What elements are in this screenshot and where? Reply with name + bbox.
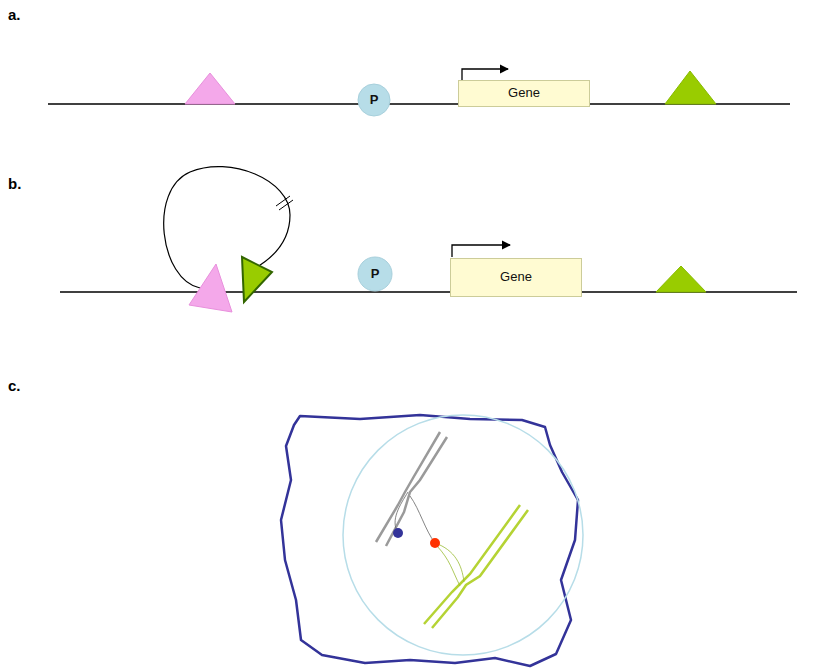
thread xyxy=(437,546,460,586)
gene-fill xyxy=(451,259,582,297)
break-mark xyxy=(276,196,290,206)
gene-fill xyxy=(459,81,590,107)
grey-chromosome xyxy=(386,437,447,546)
green-site xyxy=(656,266,706,292)
promoter-circle: P xyxy=(357,256,393,292)
start-arrow xyxy=(452,245,510,257)
grey-chromosome xyxy=(376,432,440,542)
blue-dot xyxy=(393,528,403,538)
promoter-label: P xyxy=(370,93,379,107)
promoter-label: P xyxy=(371,267,380,281)
panel-letter: c. xyxy=(8,377,21,394)
promoter-fill xyxy=(358,257,392,291)
panel-letter: a. xyxy=(8,6,21,23)
gene-label: Gene xyxy=(500,270,532,284)
green-site xyxy=(242,257,272,302)
green-chromosome xyxy=(424,505,520,624)
cell-outline xyxy=(281,415,578,666)
orange-dot xyxy=(430,538,440,548)
start-arrow xyxy=(462,69,508,80)
gene-box: Gene xyxy=(458,80,590,107)
gene-label: Gene xyxy=(508,86,540,100)
pink-site xyxy=(189,264,232,312)
gene-box: Gene xyxy=(450,258,582,297)
panel-letter: b. xyxy=(8,175,21,192)
dna-loop xyxy=(164,167,290,288)
promoter-circle: P xyxy=(357,83,391,117)
thread xyxy=(410,496,435,543)
thread xyxy=(395,492,408,533)
promoter-fill xyxy=(358,84,390,116)
green-site xyxy=(665,71,716,104)
green-chromosome xyxy=(432,510,528,628)
break-mark xyxy=(279,200,293,210)
pink-site xyxy=(185,73,235,104)
nucleus xyxy=(343,415,583,655)
